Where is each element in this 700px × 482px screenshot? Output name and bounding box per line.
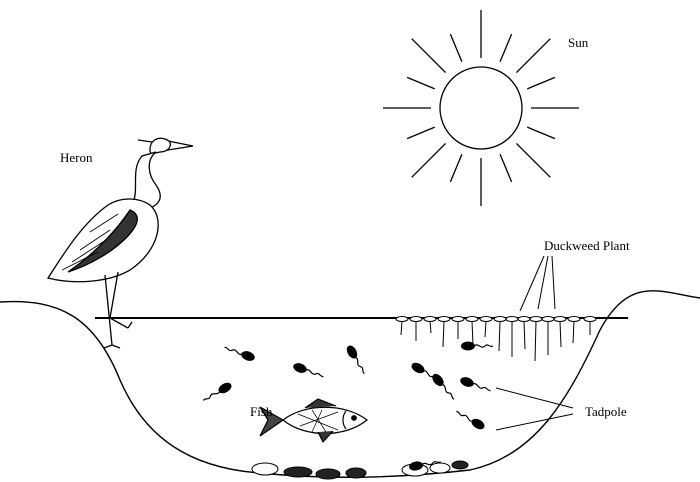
duckweed-cluster-right [494,317,596,362]
duckweed-leaf [480,317,492,322]
duckweed-leaf [568,317,580,322]
tadpole [345,344,369,376]
duckweed-root [401,321,402,335]
fish-label: Fish [250,404,273,419]
tadpole-tail [474,345,493,347]
sun [383,10,579,206]
tadpole-label: Tadpole [585,404,627,419]
duckweed-root [472,321,473,345]
tadpole-tail [305,369,324,378]
duckweed-root [524,321,525,349]
tadpole [454,408,486,432]
tadpole-tail [224,346,243,355]
duckweed-leaf [506,317,518,322]
tadpole [459,375,492,394]
duckweed-leaf [494,317,506,322]
duckweed-root [560,321,561,347]
heron-toes [104,322,132,348]
tadpoles [201,342,493,472]
duckweed-root [443,321,444,347]
duckweed-leaf [584,317,596,322]
sun-ray [412,39,446,73]
duckweed-leaf [410,317,422,322]
tadpole-tail [456,411,474,423]
fish-eye [352,416,357,421]
tadpole [461,342,493,351]
duckweed-leaf [518,317,530,322]
tadpole [430,372,457,402]
duckweed-cluster-left [396,317,492,348]
duckweed-leaf [466,317,478,322]
sun-ray [527,77,555,89]
tadpole [223,343,256,362]
fish-dorsal-fin [305,399,336,408]
heron-leg-right-lower [110,318,128,328]
duckweed-root [573,321,574,343]
sun-ray [516,143,550,177]
sun-ray [516,39,550,73]
heron [48,138,193,348]
duckweed-root [430,321,431,333]
sun-ray [500,34,512,62]
tadpole-tail [354,357,366,375]
duckweed-plants [396,256,596,361]
tadpole-head [345,344,360,361]
duckweed-leaf [542,317,554,322]
sun-ray [412,143,446,177]
pond-bottom-pebbles [252,461,468,479]
tadpole-tail [203,390,221,402]
heron-body [48,199,158,282]
heron-crest [138,140,152,142]
duckweed-root [499,321,500,351]
sun-ray [407,77,435,89]
tadpole [292,361,325,380]
duckweed-leaf [452,317,464,322]
heron-head [150,138,170,153]
fish [260,399,367,442]
tadpole-head [470,417,487,432]
tadpole-head [459,375,475,388]
duckweed-leaf [438,317,450,322]
tadpole [201,381,233,405]
heron-beak [168,141,193,150]
fish-belly-fin [318,431,333,442]
sun-ray [527,127,555,139]
duckweed-pointer-lines [520,256,555,311]
sun-ray [500,154,512,182]
tadpole-head [461,342,475,351]
duckweed-leaf [530,317,542,322]
sun-ray [450,34,462,62]
sun-label: Sun [568,35,589,50]
tadpole-head [410,361,427,376]
heron-leg-right [110,272,118,318]
tadpole-tail [441,384,455,400]
heron-label: Heron [60,150,93,165]
tadpole-tail [472,383,491,392]
duckweed-leaf [424,317,436,322]
sun-ray [450,154,462,182]
duckweed-root [535,321,536,361]
duckweed-leaf [396,317,408,322]
sun-rays [383,10,579,206]
tadpole-head [292,361,308,374]
sun-ray [407,127,435,139]
duckweed-root [485,321,486,337]
tadpole-head [240,349,256,362]
tadpole-pointer-lines [496,388,573,430]
tadpole-head [217,381,234,396]
duckweed-label: Duckweed Plant [544,238,630,253]
sun-disc [440,67,522,149]
duckweed-leaf [554,317,566,322]
